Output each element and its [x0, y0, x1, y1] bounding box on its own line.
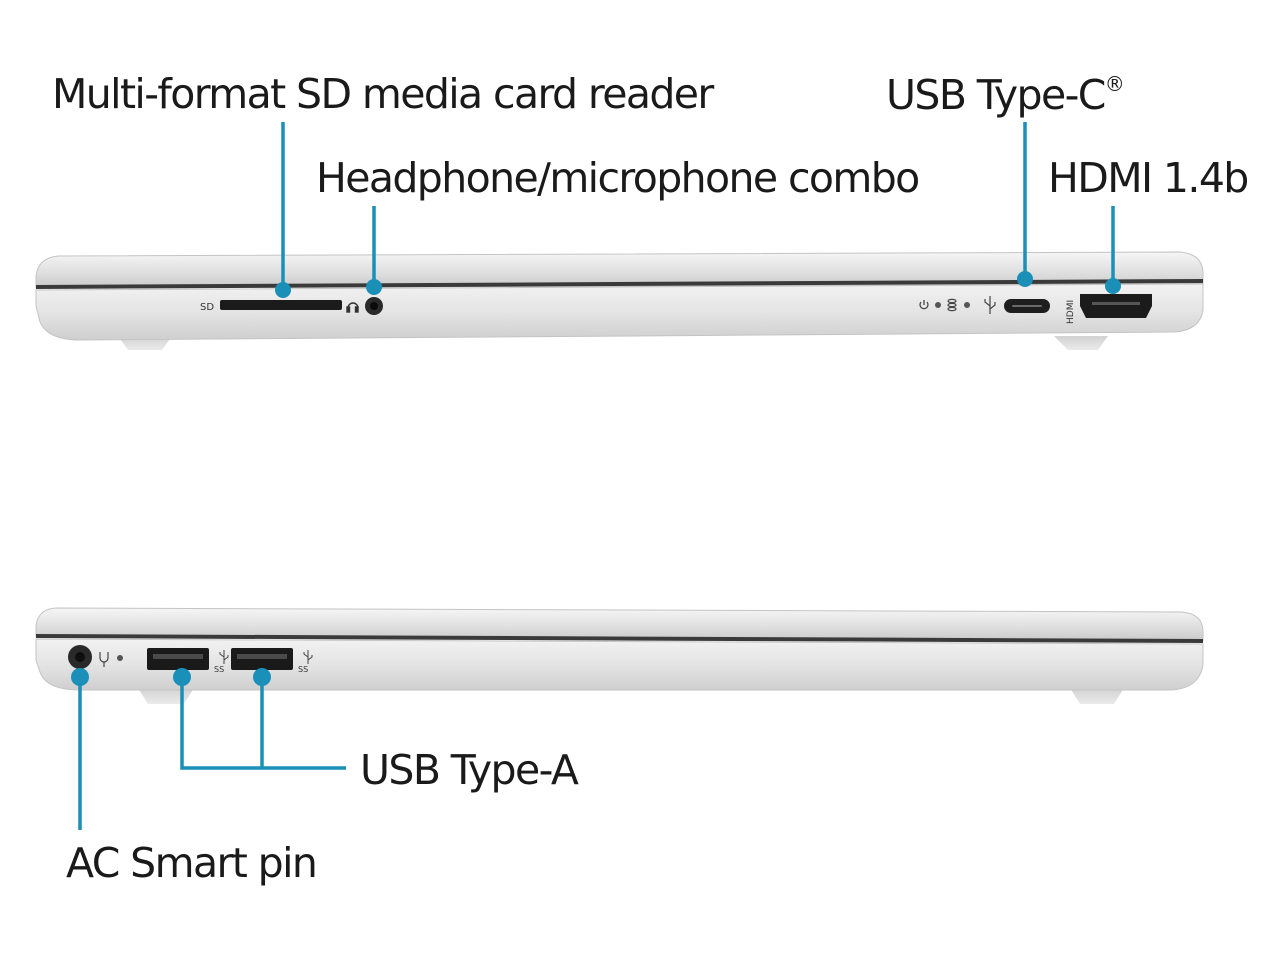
usb-trident-icon: [219, 650, 229, 664]
power-icon: [919, 300, 929, 310]
callout-dot-headphone: [366, 279, 382, 295]
headphone-icon: [346, 302, 359, 313]
rubber-foot: [1054, 336, 1108, 350]
charge-led: [117, 655, 123, 661]
power-led: [935, 302, 941, 308]
base: [35, 283, 1204, 341]
sd-card-slot[interactable]: [220, 300, 342, 310]
registered-mark: ®: [1104, 72, 1125, 96]
callout-dot-hdmi: [1105, 278, 1121, 294]
hdmi-marking: HDMI: [1066, 300, 1076, 324]
hdmi-port-tongue: [1092, 302, 1140, 305]
label-hdmi: HDMI 1.4b: [1048, 154, 1249, 202]
storage-activity-icon: [947, 298, 957, 312]
callout-dot-usb-a-2: [253, 668, 271, 686]
usb-a-port-1-tongue: [153, 654, 203, 659]
callout-dot-usb-c: [1017, 271, 1033, 287]
usb-a-port-2-tongue: [237, 654, 287, 659]
ac-plug-icon: [99, 652, 109, 667]
callout-dot-sd: [275, 282, 291, 298]
lid-seam: [35, 634, 1204, 643]
callout-line-usb-a: [180, 676, 346, 770]
label-usb-type-c: USB Type-C®: [886, 74, 1125, 116]
callout-lines: [78, 122, 1115, 830]
usb-trident-icon: [984, 296, 996, 314]
audio-jack-hole: [370, 302, 378, 310]
label-ac-smart-pin: AC Smart pin: [66, 839, 318, 887]
callout-dot-ac-pin: [71, 668, 89, 686]
hdmi-port[interactable]: [1080, 294, 1152, 318]
drive-led: [964, 302, 970, 308]
ac-power-jack-pin: [75, 652, 85, 662]
rubber-foot: [1070, 688, 1124, 704]
label-usb-type-a: USB Type-A: [360, 746, 579, 794]
laptop-right-side: SD HDMI: [35, 251, 1204, 350]
label-sd-card-reader: Multi-format SD media card reader: [52, 70, 714, 118]
base: [35, 638, 1204, 691]
rubber-foot: [138, 688, 194, 704]
callout-dots: [71, 271, 1121, 686]
lid-seam: [35, 279, 1204, 289]
superspeed-marking: SS: [214, 665, 224, 674]
label-headphone-combo: Headphone/microphone combo: [316, 154, 920, 202]
usb-trident-icon: [303, 650, 313, 664]
superspeed-marking: SS: [298, 665, 308, 674]
sd-marking: SD: [200, 302, 214, 313]
laptop-left-side: SS SS: [35, 607, 1204, 704]
usb-c-port-tongue: [1012, 305, 1042, 307]
callout-dot-usb-a-1: [173, 668, 191, 686]
label-usb-type-c-text: USB Type-C: [886, 71, 1106, 119]
